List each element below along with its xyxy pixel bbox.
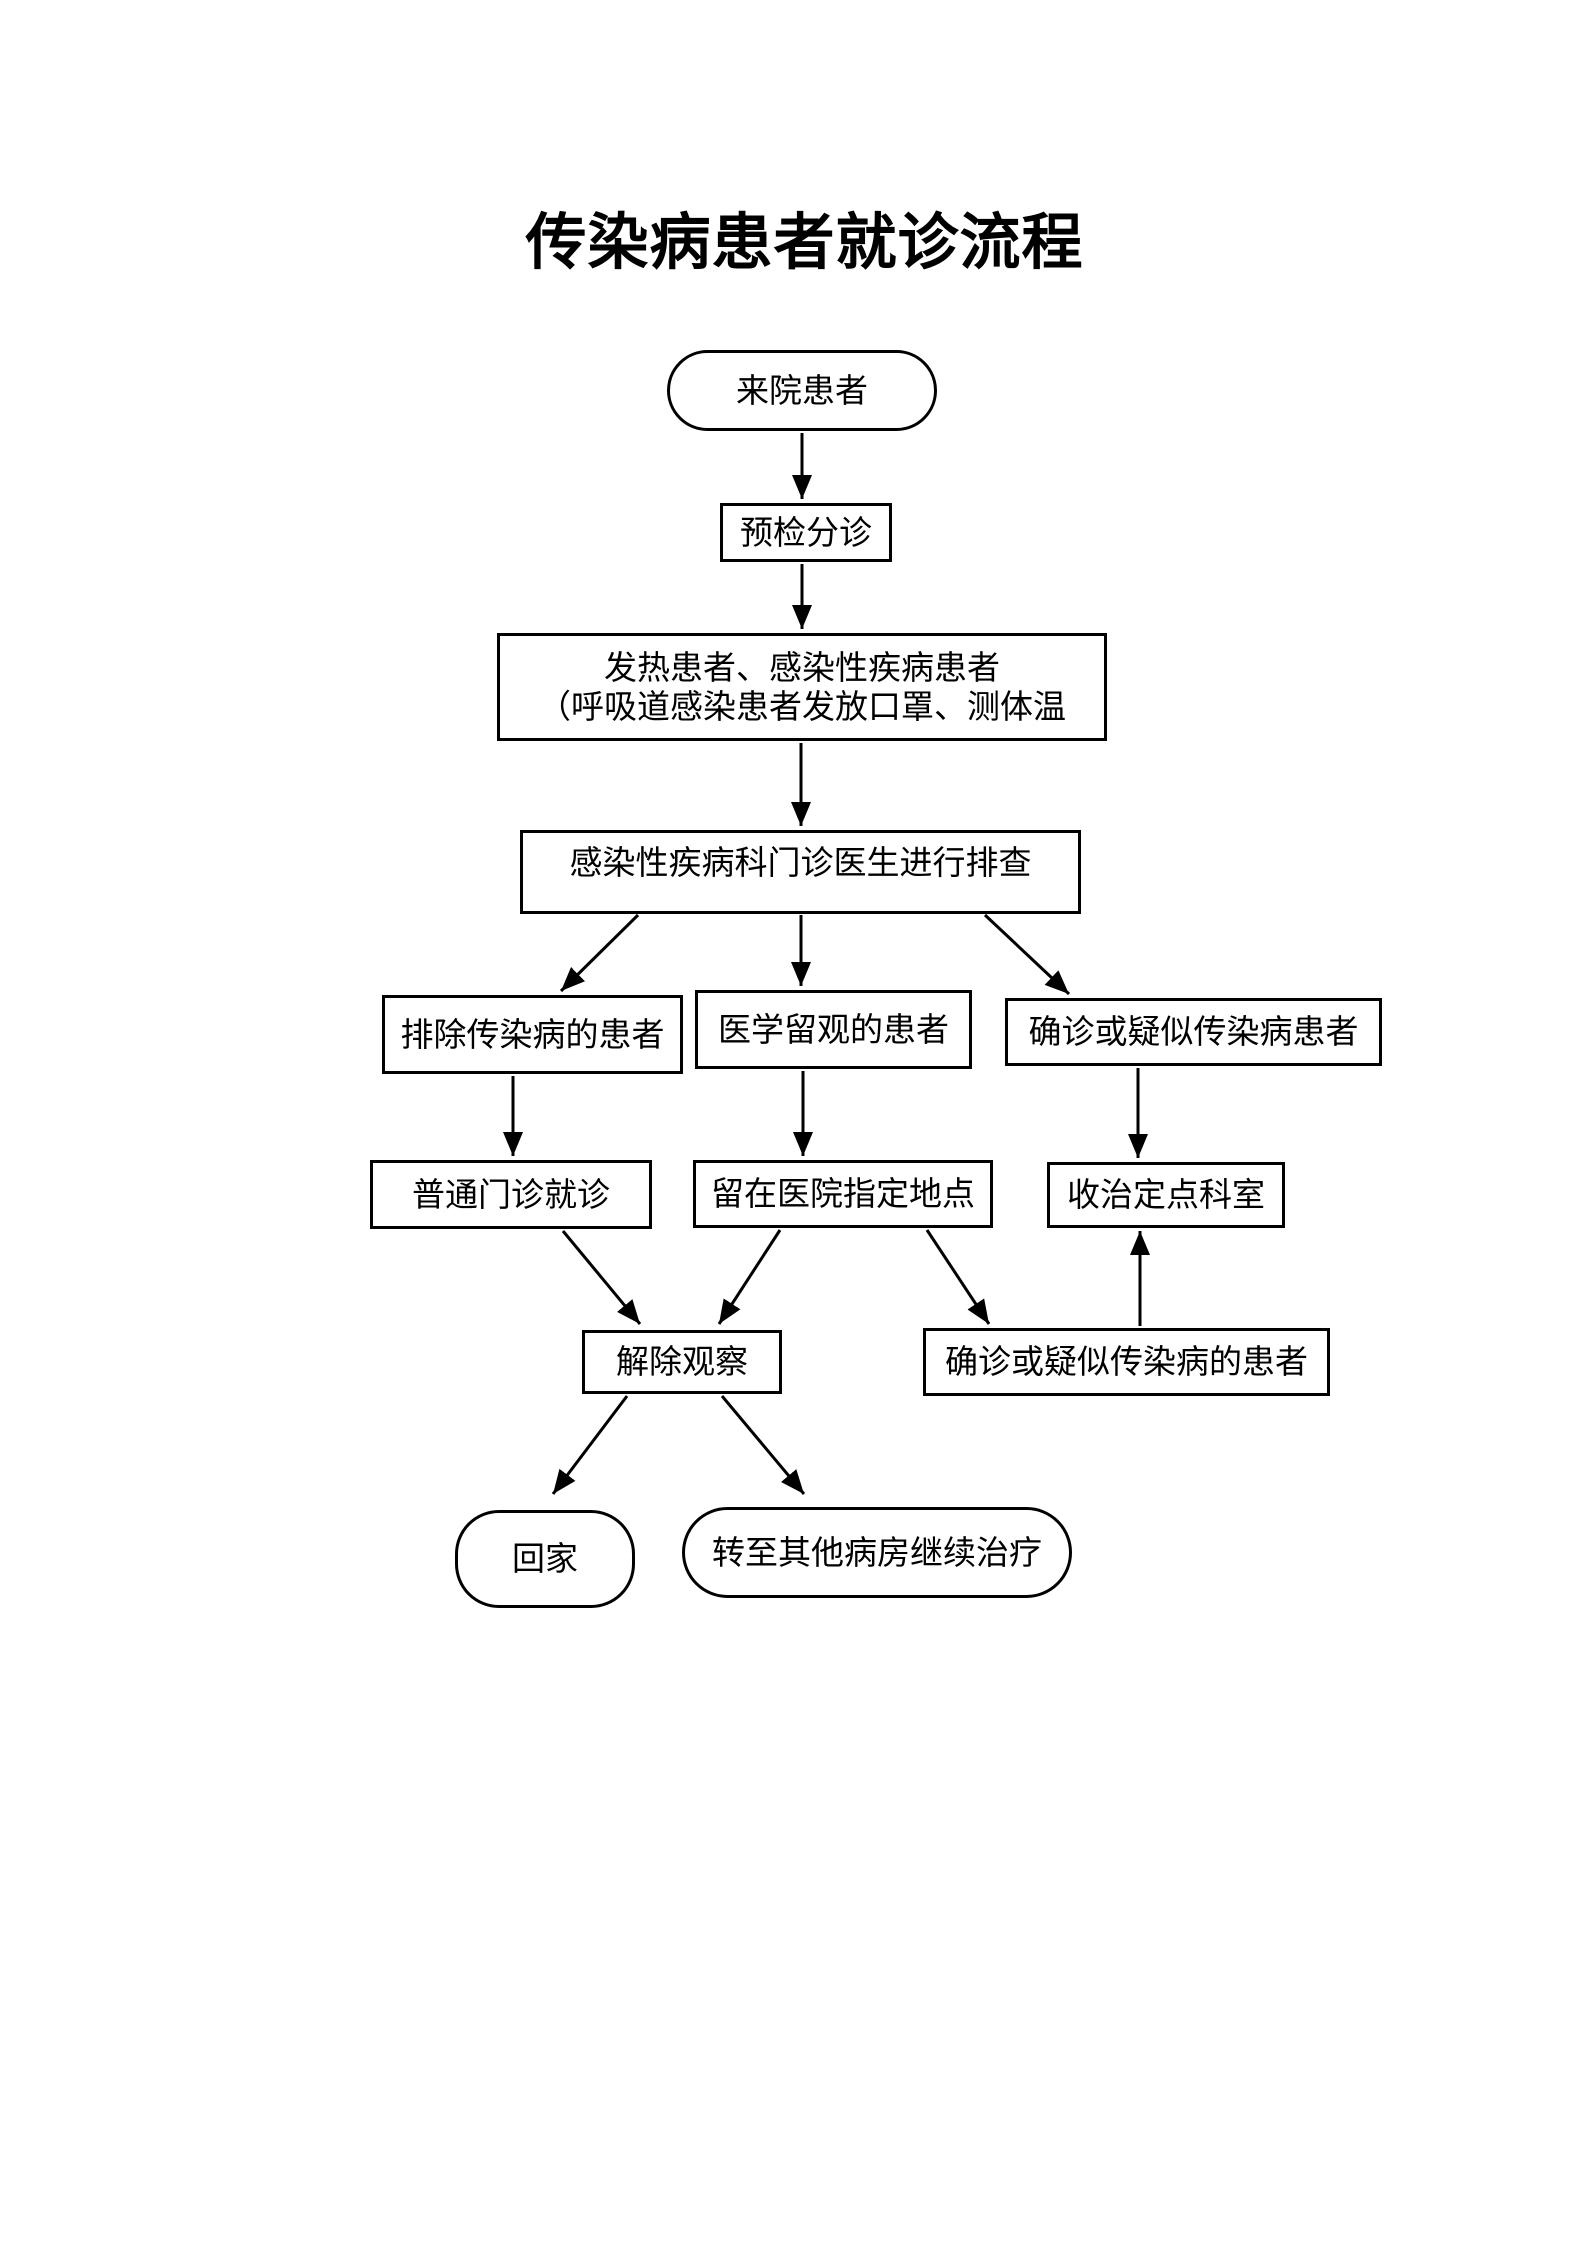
edge-stay-to-release [717, 1229, 782, 1325]
node-general-outpatient: 普通门诊就诊 [370, 1160, 652, 1229]
node-stay-designated-label: 留在医院指定地点 [711, 1174, 975, 1213]
node-release-observation: 解除观察 [582, 1330, 782, 1394]
edge-screening-to-confirmed [983, 913, 1071, 996]
node-doctor-screening: 感染性疾病科门诊医生进行排查 [520, 830, 1081, 914]
node-fever-infectious-patients: 发热患者、感染性疾病患者 （呼吸道感染患者发放口罩、测体温 [497, 633, 1107, 741]
node-confirmed-suspected-2-label: 确诊或疑似传染病的患者 [945, 1342, 1308, 1381]
node-general-outpatient-label: 普通门诊就诊 [412, 1174, 610, 1214]
edge-screening-to-excluded [559, 913, 640, 993]
node-go-home-label: 回家 [512, 1539, 578, 1578]
node-stay-designated-place: 留在医院指定地点 [693, 1160, 993, 1228]
node-confirmed-suspected-label: 确诊或疑似传染病患者 [1028, 1012, 1359, 1051]
node-excluded-patients: 排除传染病的患者 [382, 995, 683, 1074]
node-fever-line2: （呼吸道感染患者发放口罩、测体温 [538, 687, 1066, 726]
node-confirmed-suspected-patients-2: 确诊或疑似传染病的患者 [923, 1328, 1330, 1396]
page-title: 传染病患者就诊流程 [525, 207, 1084, 278]
node-arrival-patient: 来院患者 [667, 350, 937, 431]
node-pre-check-triage-label: 预检分诊 [740, 512, 872, 552]
node-excluded-patients-label: 排除传染病的患者 [400, 1014, 665, 1054]
node-release-observation-label: 解除观察 [616, 1342, 748, 1381]
edge-release-to-transfer [720, 1395, 806, 1495]
node-confirmed-suspected-patients: 确诊或疑似传染病患者 [1005, 998, 1382, 1066]
edge-stay-to-confirmed2 [925, 1229, 991, 1325]
edge-outpatient-to-release [561, 1230, 642, 1325]
node-admit-designated-department: 收治定点科室 [1047, 1162, 1285, 1228]
node-medical-observation-label: 医学留观的患者 [718, 1009, 949, 1049]
node-transfer-ward-label: 转至其他病房继续治疗 [712, 1532, 1042, 1572]
node-fever-line1: 发热患者、感染性疾病患者 [604, 648, 1000, 687]
node-pre-check-triage: 预检分诊 [720, 503, 892, 562]
node-transfer-other-ward: 转至其他病房继续治疗 [682, 1507, 1072, 1598]
node-go-home: 回家 [455, 1510, 635, 1608]
edge-release-to-home [551, 1395, 629, 1495]
node-admit-designated-label: 收治定点科室 [1067, 1175, 1265, 1214]
node-medical-observation-patients: 医学留观的患者 [695, 990, 972, 1069]
node-doctor-screening-label: 感染性疾病科门诊医生进行排查 [569, 843, 1032, 882]
node-arrival-patient-label: 来院患者 [736, 370, 868, 410]
